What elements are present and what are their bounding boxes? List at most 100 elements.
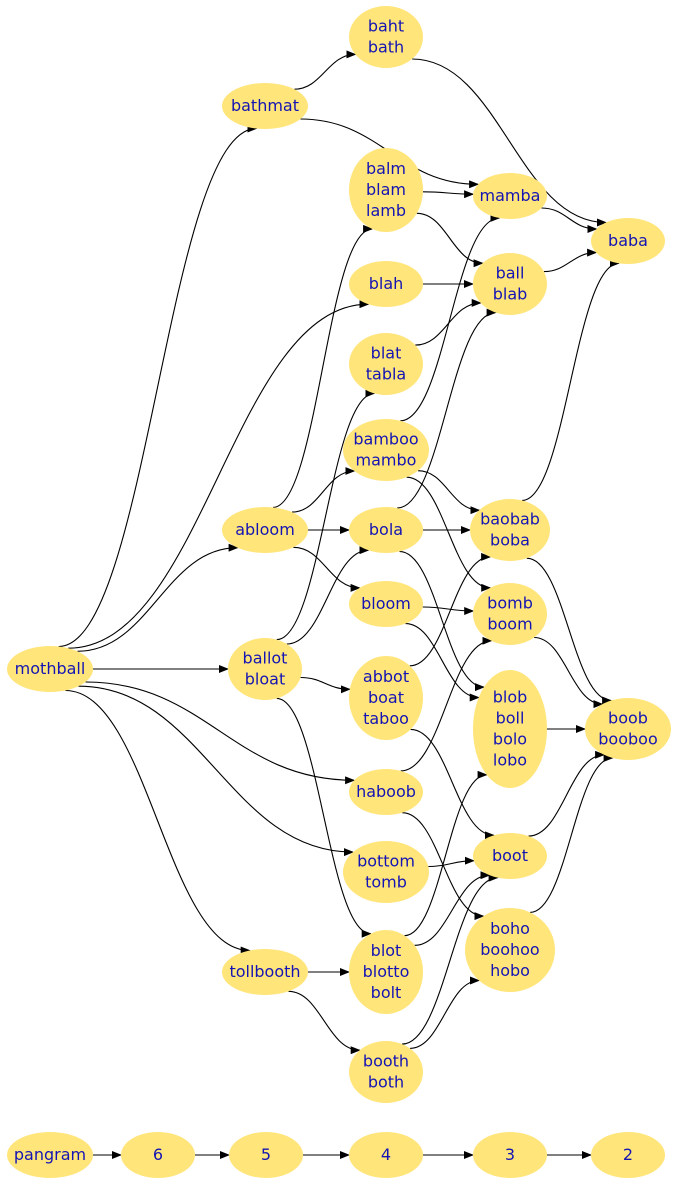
node-baht-label: baht bbox=[368, 17, 404, 36]
node-boho-shape bbox=[465, 908, 555, 992]
node-balm-label: lamb bbox=[366, 201, 406, 220]
node-bloom-label: bloom bbox=[361, 594, 411, 613]
node-r5-label: 5 bbox=[261, 1145, 271, 1164]
node-blat: blat tabla bbox=[349, 333, 423, 395]
edge-boot-to-boob bbox=[528, 750, 606, 837]
node-mamba: mamba bbox=[473, 173, 547, 219]
node-booth-shape bbox=[349, 1041, 423, 1103]
node-boot-label: boot bbox=[492, 846, 528, 865]
edge-ballot-to-abbot bbox=[300, 676, 351, 694]
node-baba: baba bbox=[591, 218, 665, 264]
edge-mamba-to-baba bbox=[541, 207, 598, 233]
node-abbot-shape bbox=[349, 656, 423, 740]
node-haboob-shape bbox=[349, 769, 423, 815]
node-bottom-shape bbox=[343, 841, 429, 903]
node-baba-label: baba bbox=[608, 231, 648, 250]
node-blat-label: tabla bbox=[366, 365, 406, 384]
edge-bloom-to-blob bbox=[405, 623, 480, 702]
edge-blot-to-blob bbox=[404, 770, 488, 937]
node-r6: 6 bbox=[121, 1132, 195, 1178]
node-mothball-shape bbox=[7, 646, 93, 692]
edge-mothball-to-bottom bbox=[78, 685, 354, 857]
node-abloom: abloom bbox=[222, 507, 308, 553]
node-haboob-label: haboob bbox=[356, 782, 416, 801]
edge-abloom-to-balm bbox=[272, 224, 374, 508]
edge-bloom-to-bomb bbox=[422, 606, 475, 615]
node-bloom-shape bbox=[349, 581, 423, 627]
node-mothball-label: mothball bbox=[15, 659, 86, 678]
node-ballot-label: bloat bbox=[245, 670, 285, 689]
node-booth-label: booth bbox=[363, 1052, 409, 1071]
node-blot-label: bolt bbox=[371, 983, 402, 1002]
edge-baobab-to-boob bbox=[526, 557, 613, 705]
node-baht-shape bbox=[349, 6, 423, 68]
node-r6-label: 6 bbox=[153, 1145, 163, 1164]
node-r2-label: 2 bbox=[623, 1145, 633, 1164]
edge-abbot-to-baobab bbox=[409, 552, 492, 667]
node-bola-shape bbox=[349, 507, 423, 553]
node-ballot-shape bbox=[228, 638, 302, 700]
node-boot-shape bbox=[473, 833, 547, 879]
node-mothball: mothball bbox=[7, 646, 93, 692]
edge-abbot-to-boot bbox=[410, 728, 495, 840]
node-blob-label: boll bbox=[496, 709, 525, 728]
node-baobab-label: baobab bbox=[480, 510, 540, 529]
node-blot-label: blotto bbox=[363, 962, 410, 981]
edge-baht-to-baba bbox=[412, 58, 607, 227]
node-abloom-label: abloom bbox=[235, 520, 295, 539]
edge-ballot-to-blot bbox=[276, 697, 372, 938]
edge-blot-to-boot bbox=[414, 871, 491, 946]
node-balm-label: blam bbox=[366, 180, 406, 199]
edge-ballot-to-bola bbox=[286, 546, 370, 645]
node-pangram: pangram bbox=[7, 1132, 93, 1178]
node-boho-label: boho bbox=[490, 919, 530, 938]
edge-booth-to-boho bbox=[409, 976, 480, 1049]
node-bamboo-shape bbox=[343, 419, 429, 481]
node-booth-label: both bbox=[368, 1073, 404, 1092]
node-r3-label: 3 bbox=[505, 1145, 515, 1164]
node-booth: booth both bbox=[349, 1041, 423, 1103]
edge-layer bbox=[58, 50, 620, 1159]
node-r5-shape bbox=[229, 1132, 303, 1178]
node-boob-label: boob bbox=[608, 709, 648, 728]
node-tollbooth-shape bbox=[222, 949, 308, 995]
edge-bathmat-to-baht bbox=[294, 50, 357, 90]
node-bottom-label: tomb bbox=[365, 873, 407, 892]
edge-bamboo-to-baobab bbox=[417, 470, 481, 515]
node-ball: ball blab bbox=[473, 253, 547, 315]
node-blah-label: blah bbox=[369, 274, 404, 293]
edge-bola-to-ball bbox=[397, 308, 497, 509]
edge-mothball-to-blah bbox=[68, 300, 370, 649]
node-blat-label: blat bbox=[371, 344, 402, 363]
node-ball-label: blab bbox=[493, 285, 528, 304]
node-layer: bahtbathbathmatbalmblamlambmambababablah… bbox=[7, 6, 671, 1178]
edge-bamboo-to-bomb bbox=[406, 476, 492, 592]
node-pangram-label: pangram bbox=[14, 1145, 86, 1164]
edge-ballot-to-blat bbox=[276, 389, 376, 641]
edge-tollbooth-to-booth bbox=[288, 990, 361, 1055]
node-baobab-label: boba bbox=[490, 531, 530, 550]
node-bomb-shape bbox=[473, 583, 547, 645]
node-r6-shape bbox=[121, 1132, 195, 1178]
edge-mothball-to-bathmat bbox=[58, 124, 258, 648]
node-bomb-label: bomb bbox=[487, 594, 533, 613]
node-baobab-shape bbox=[470, 499, 550, 561]
node-tollbooth-label: tollbooth bbox=[229, 962, 300, 981]
edge-baobab-to-baba bbox=[522, 259, 620, 501]
edge-bola-to-blob bbox=[399, 550, 485, 692]
node-boho-label: hobo bbox=[490, 961, 530, 980]
node-abbot-label: abbot bbox=[363, 667, 409, 686]
node-boho-label: boohoo bbox=[480, 940, 539, 959]
edge-balm-to-mamba bbox=[422, 190, 475, 199]
edge-abloom-to-bloom bbox=[293, 546, 361, 592]
node-ball-label: ball bbox=[496, 264, 525, 283]
edge-haboob-to-bomb bbox=[400, 636, 493, 772]
